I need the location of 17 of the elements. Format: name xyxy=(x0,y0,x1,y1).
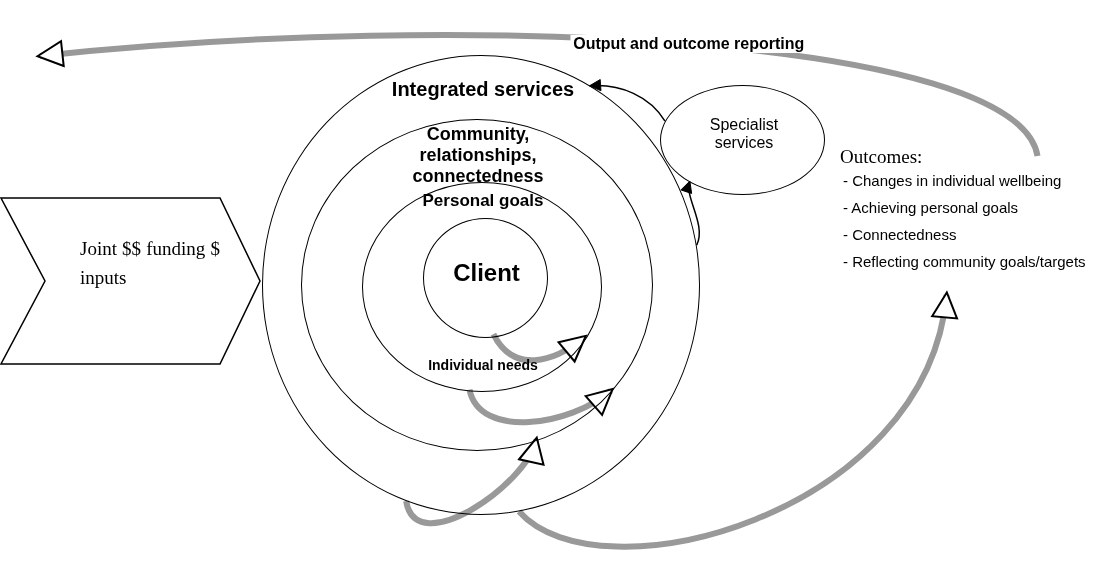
curved-arrow xyxy=(490,332,587,364)
ring-label: Individual needs xyxy=(427,357,539,373)
ring-label: Integrated services xyxy=(390,78,576,101)
list-item: - Connectedness xyxy=(843,226,957,243)
list-item: - Reflecting community goals/targets xyxy=(843,253,1086,270)
node-label: Specialist services xyxy=(708,116,780,152)
heading: Outcomes: xyxy=(840,146,923,168)
list-item: - Achieving personal goals xyxy=(843,199,1019,216)
ring-label: Personal goals xyxy=(421,191,545,211)
list-item: - Changes in individual wellbeing xyxy=(843,172,1062,189)
curved-arrow xyxy=(466,388,614,425)
node-label: Client xyxy=(452,259,521,287)
ring-label: Community, relationships, connectedness xyxy=(411,124,545,187)
arrow xyxy=(681,180,701,246)
node-label: Joint $$ funding $ inputs xyxy=(80,237,220,290)
curved-arrow xyxy=(517,291,956,550)
arrow xyxy=(588,79,666,122)
